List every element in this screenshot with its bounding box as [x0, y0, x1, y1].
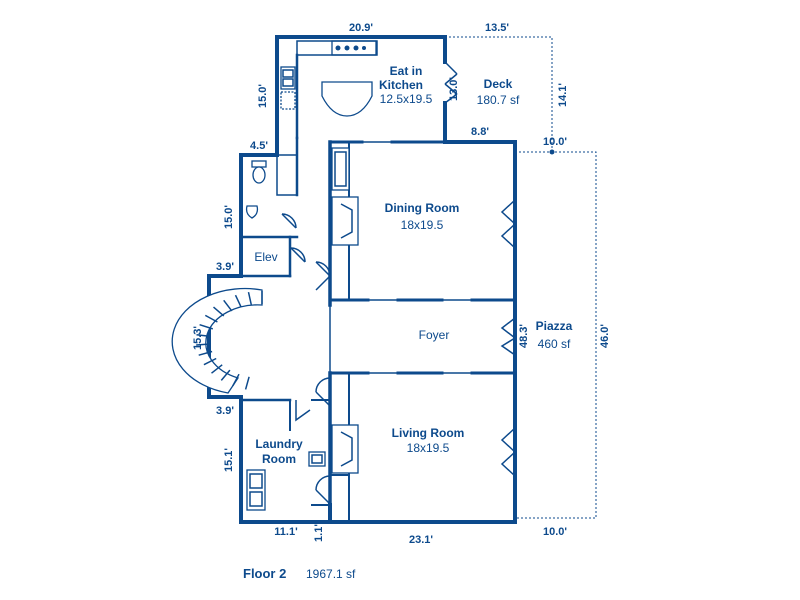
stair-tread	[198, 350, 213, 356]
dim-bath-height: 15.0'	[223, 205, 235, 229]
kitchen-name-2: Kitchen	[379, 78, 423, 92]
room-laundry: Laundry Room	[255, 437, 303, 466]
room-elev: Elev	[254, 250, 277, 264]
dim-top-width: 20.9'	[349, 22, 373, 34]
dining-size: 18x19.5	[401, 218, 444, 232]
toilet-icon	[251, 160, 267, 184]
laundry-name-1: Laundry	[255, 437, 303, 451]
dim-step-small: 1.1'	[313, 524, 325, 542]
kitchen-name-1: Eat in	[390, 64, 423, 78]
laundry-sink-icon	[308, 451, 326, 467]
floor-area: 1967.1 sf	[306, 567, 356, 581]
stove-icon	[331, 40, 377, 56]
deck-size: 180.7 sf	[477, 93, 520, 107]
bath-partition	[276, 154, 298, 196]
sink-icon	[280, 66, 296, 90]
room-piazza: Piazza 460 sf	[536, 319, 573, 351]
spiral-staircase-icon	[171, 287, 263, 394]
stair-tread	[199, 323, 214, 330]
dim-foyer-width: 48.3'	[518, 324, 530, 348]
closet-top-icon	[331, 147, 350, 191]
doors	[281, 61, 516, 505]
dim-deck-lower: 8.8'	[471, 126, 489, 138]
washer-dryer-icon	[246, 469, 266, 511]
laundry-name-2: Room	[262, 452, 296, 466]
stair-tread	[211, 364, 223, 374]
stair-tread	[203, 357, 217, 366]
dim-stair-notch-top: 3.9'	[216, 261, 234, 273]
floor-label: Floor 2	[243, 566, 286, 581]
dim-stair-notch-bottom: 3.9'	[216, 405, 234, 417]
stair-tread	[232, 373, 240, 387]
foyer-name: Foyer	[419, 328, 450, 342]
dim-deck-width: 13.5'	[485, 22, 509, 34]
footer: Floor 2 1967.1 sf	[243, 566, 356, 581]
room-foyer: Foyer	[419, 328, 450, 342]
interior-walls	[239, 53, 517, 524]
kitchen-island	[321, 81, 373, 117]
piazza-size: 460 sf	[538, 337, 571, 351]
stair-tread	[196, 343, 211, 346]
stair-tread	[234, 294, 242, 308]
deck-name: Deck	[484, 77, 513, 91]
piazza-name: Piazza	[536, 319, 573, 333]
elev-name: Elev	[254, 250, 277, 264]
bath-sink-icon	[245, 205, 259, 219]
dim-laundry-width: 11.1'	[274, 526, 298, 538]
dim-bottom-width: 23.1'	[409, 534, 433, 546]
stair-tread	[204, 314, 218, 323]
fireplace-dining-icon	[331, 196, 359, 246]
stair-tread	[220, 369, 231, 381]
dishwasher-icon	[280, 91, 296, 110]
kitchen-size: 12.5x19.5	[380, 92, 433, 106]
room-living: Living Room 18x19.5	[392, 426, 465, 455]
dim-stair-height: 15.3'	[192, 326, 204, 350]
stair-tread	[196, 333, 211, 338]
dim-laundry-height: 15.1'	[223, 448, 235, 472]
dim-kitchen-inner: 13.0'	[448, 77, 460, 101]
stair-tread	[247, 291, 253, 305]
dim-piazza-top: 10.0'	[543, 136, 567, 148]
room-dining: Dining Room 18x19.5	[385, 201, 460, 232]
room-deck: Deck 180.7 sf	[477, 77, 520, 107]
piazza-outline	[515, 151, 597, 519]
room-kitchen: Eat in Kitchen 12.5x19.5	[379, 64, 433, 106]
dim-piazza-bottom: 10.0'	[543, 526, 567, 538]
dining-name: Dining Room	[385, 201, 460, 215]
dim-deck-depth: 14.1'	[557, 83, 569, 107]
dim-bath-width: 4.5'	[250, 140, 268, 152]
fireplace-living-icon	[331, 424, 359, 474]
kitchen-counter	[296, 40, 378, 56]
dimension-labels: 20.9' 13.5' 14.1' 15.0' 13.0' 8.8' 10.0'…	[192, 22, 611, 546]
stair-tread	[213, 306, 225, 317]
stair-tread	[223, 299, 233, 312]
stair-tread	[244, 376, 250, 390]
living-name: Living Room	[392, 426, 465, 440]
dim-piazza-length: 46.0'	[599, 324, 611, 348]
dim-kitchen-side: 15.0'	[257, 84, 269, 108]
living-size: 18x19.5	[407, 441, 450, 455]
